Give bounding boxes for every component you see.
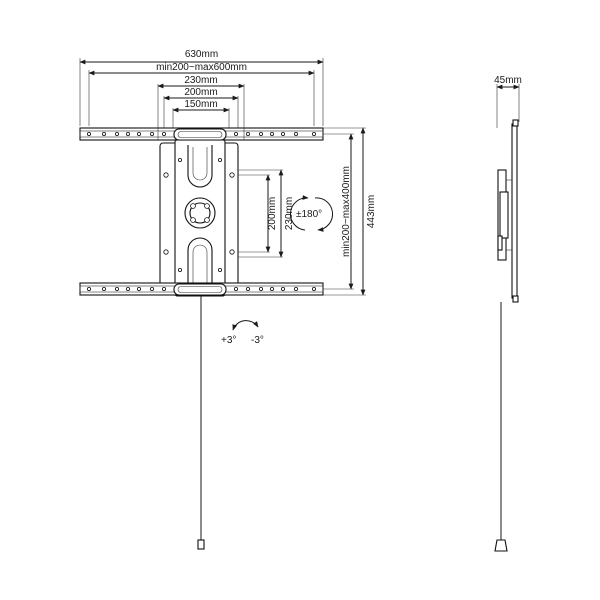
dimension-443-vertical: 443mm <box>323 127 377 296</box>
side-view: 45mm <box>494 75 522 552</box>
dimension-150-horizontal: 150mm <box>172 99 230 128</box>
dim-200-label: 200mm <box>184 87 217 98</box>
dim-200-vertical-label: 200mm <box>267 197 278 230</box>
top-arm <box>79 127 324 141</box>
dimension-200-400-vertical: min200~max400mm <box>323 133 354 290</box>
dimension-200-vertical: 200mm <box>238 174 278 253</box>
rotation-indicator: ±180° <box>290 195 333 232</box>
dimension-230-horizontal: 230mm <box>157 75 245 140</box>
dim-230-vertical-label: 230mm <box>284 197 295 230</box>
tilt-indicator: +3° -3° <box>221 320 264 346</box>
front-view: 630mm min200~max600mm 230mm 200mm 150mm <box>79 49 377 550</box>
dimension-200-horizontal: 200mm <box>163 87 239 128</box>
dimension-200-600: min200~max600mm <box>88 62 315 126</box>
top-arm-holes <box>87 131 316 136</box>
dim-230-label: 230mm <box>184 75 217 86</box>
dim-200-600-label: min200~max600mm <box>156 62 247 73</box>
bottom-arm-holes <box>87 286 316 291</box>
dimension-230-vertical: 230mm <box>238 169 295 258</box>
side-pull-cord <box>494 302 508 552</box>
dimension-45: 45mm <box>494 75 522 128</box>
side-profile <box>497 119 519 303</box>
tilt-minus-label: -3° <box>251 335 264 346</box>
dim-45-label: 45mm <box>494 75 522 86</box>
pull-cord <box>197 296 205 550</box>
dimension-630: 630mm <box>79 49 324 126</box>
dim-443-label: 443mm <box>366 195 377 228</box>
tilt-plus-label: +3° <box>221 335 236 346</box>
dim-150-label: 150mm <box>184 99 217 110</box>
dim-200-400-label: min200~max400mm <box>341 166 352 257</box>
dim-630-label: 630mm <box>185 49 218 60</box>
rotation-hub <box>184 197 216 229</box>
bottom-arm <box>79 282 324 296</box>
rotation-label: ±180° <box>296 209 322 220</box>
